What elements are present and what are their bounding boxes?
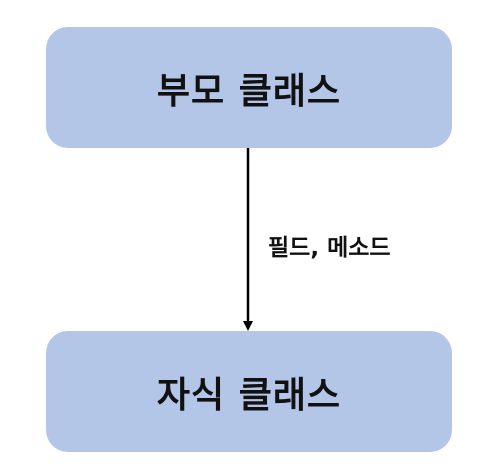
edge-label: 필드, 메소드 bbox=[268, 235, 391, 261]
parent-class-node: 부모 클래스 bbox=[46, 27, 452, 148]
parent-class-label: 부모 클래스 bbox=[156, 70, 342, 112]
child-class-label: 자식 클래스 bbox=[156, 374, 342, 416]
child-class-node: 자식 클래스 bbox=[46, 331, 452, 452]
